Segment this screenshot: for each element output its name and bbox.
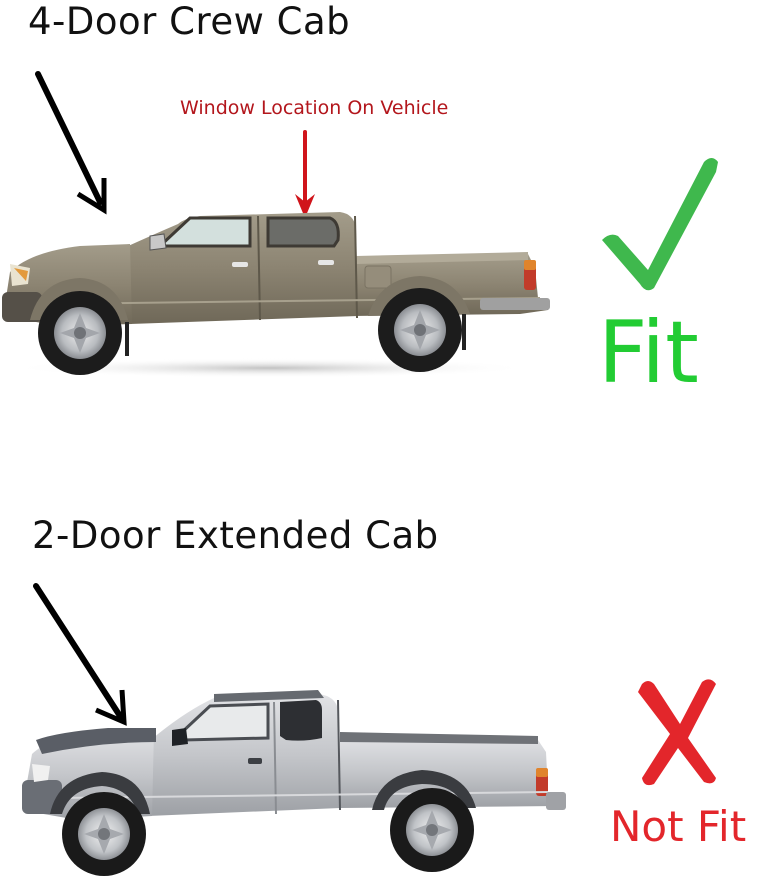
window-location-arrow-icon — [293, 128, 317, 224]
window-location-callout: Window Location On Vehicle — [180, 97, 449, 119]
pointer-arrow-icon — [28, 66, 118, 216]
x-icon — [632, 678, 724, 788]
extended-cab-heading: 2-Door Extended Cab — [32, 514, 439, 557]
crew-cab-truck-image — [0, 188, 560, 383]
fit-label: Fit — [598, 303, 699, 403]
extended-cab-truck-image — [18, 680, 578, 879]
pointer-arrow-icon — [28, 580, 138, 730]
crew-cab-heading: 4-Door Crew Cab — [28, 0, 351, 43]
not-fit-label: Not Fit — [610, 802, 747, 851]
check-icon — [596, 152, 720, 292]
